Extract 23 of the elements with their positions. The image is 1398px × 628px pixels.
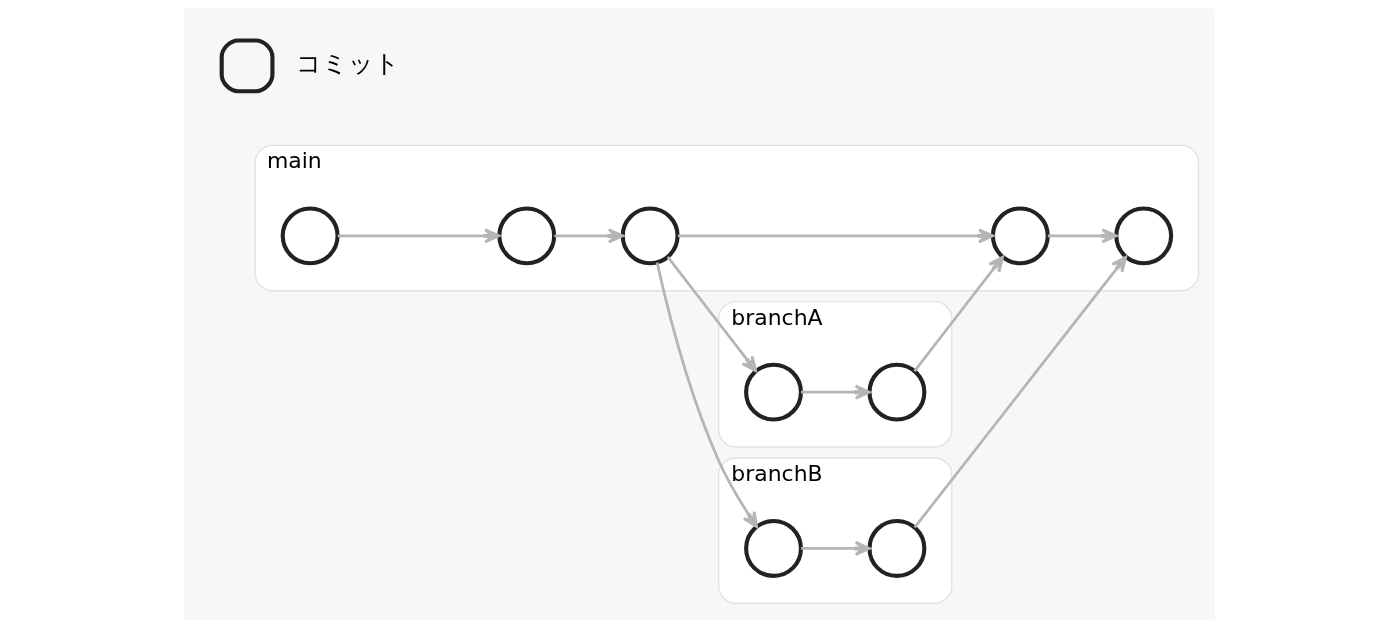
arrow (800, 384, 871, 400)
cluster: branchB (717, 457, 952, 604)
arrow (913, 255, 1127, 529)
arrow (913, 255, 1004, 372)
arrow (1047, 228, 1118, 244)
node-circle (496, 206, 556, 266)
node-circle (866, 362, 926, 422)
node-circle (743, 362, 803, 422)
node-circle (743, 518, 803, 578)
node-circle (280, 206, 340, 266)
node-circle (990, 206, 1050, 266)
cluster: branchA (717, 300, 952, 448)
arrow (666, 256, 757, 373)
node-circle (620, 206, 680, 266)
node-circle (866, 518, 926, 578)
arrow (337, 228, 500, 244)
cluster: main (254, 144, 1199, 292)
arrow (677, 228, 994, 244)
node-circle (1113, 206, 1173, 266)
arrow (800, 540, 871, 556)
legend-label: コミット (295, 48, 400, 78)
arrow (553, 228, 624, 244)
arrow (655, 262, 758, 528)
